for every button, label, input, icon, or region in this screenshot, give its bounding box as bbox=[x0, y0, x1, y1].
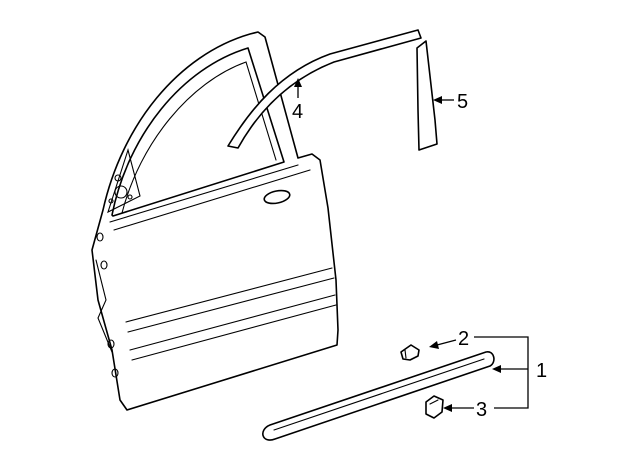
callout-3: 3 bbox=[476, 399, 487, 421]
callout-1: 1 bbox=[536, 360, 547, 382]
leader-lines bbox=[294, 78, 529, 412]
pillar-applique-part-5 bbox=[416, 40, 438, 151]
callout-2: 2 bbox=[458, 328, 469, 350]
frame-moulding-part-4 bbox=[227, 29, 422, 149]
door-handle bbox=[263, 189, 291, 205]
callout-4: 4 bbox=[292, 101, 303, 123]
callout-5: 5 bbox=[457, 91, 468, 113]
front-door-shell bbox=[91, 31, 339, 411]
clip-part-3 bbox=[425, 395, 444, 419]
clip-part-2 bbox=[400, 344, 420, 361]
side-moulding-part-1 bbox=[262, 351, 495, 441]
